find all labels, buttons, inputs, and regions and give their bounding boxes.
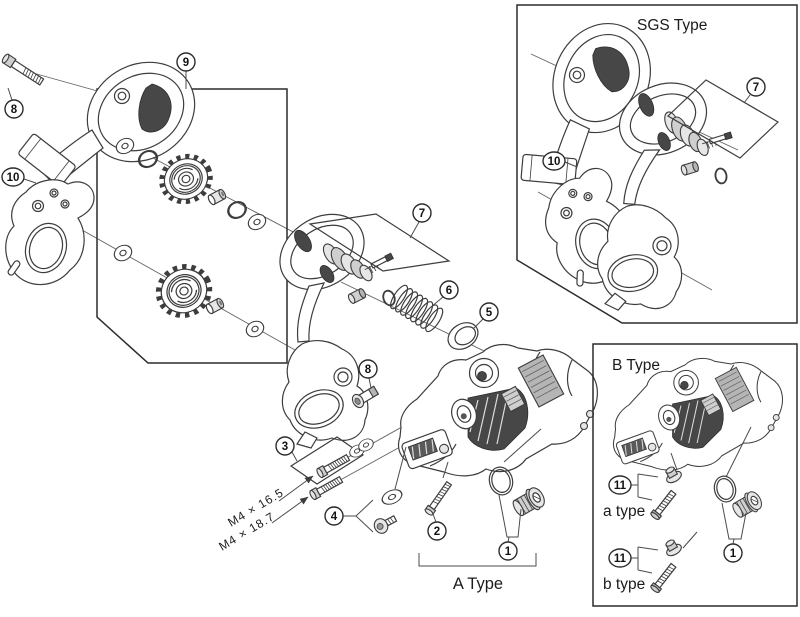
bracket-axle-bolt xyxy=(424,480,453,516)
svg-text:7: 7 xyxy=(753,82,759,94)
pulley-bushing xyxy=(206,187,228,207)
cage-stopper-bolt-top xyxy=(1,53,45,86)
svg-text:5: 5 xyxy=(486,307,493,319)
guide-pulley xyxy=(154,148,217,209)
callout-1-b: 1 xyxy=(723,543,743,563)
callout-8-top: 8 xyxy=(4,87,24,119)
pulley-washer xyxy=(111,241,135,265)
svg-text:11: 11 xyxy=(614,553,627,565)
a-type-group: A Type xyxy=(418,553,537,593)
svg-text:4: 4 xyxy=(331,511,338,523)
callout-7-main: 7 xyxy=(409,203,432,239)
svg-text:9: 9 xyxy=(183,57,189,69)
svg-text:8: 8 xyxy=(11,104,18,116)
b-type-derailleur-body xyxy=(612,357,783,471)
derailleur-body xyxy=(397,343,598,477)
cap-unit-b xyxy=(713,475,766,545)
outer-cage-plate-assembly xyxy=(264,198,398,449)
b-type-title: B Type xyxy=(612,357,660,374)
nut-bolt-a-group: a type xyxy=(603,463,684,521)
svg-text:7: 7 xyxy=(419,208,425,220)
callout-5: 5 xyxy=(472,302,499,330)
sgs-type-title: SGS Type xyxy=(637,17,707,34)
svg-text:6: 6 xyxy=(446,285,452,297)
clamp-bolt-b xyxy=(650,562,677,594)
outer-plate-callout-frame xyxy=(308,213,451,272)
pulley-unit-box xyxy=(96,88,288,364)
cable-fixing-group xyxy=(355,486,405,534)
clamp-bolt-a xyxy=(650,489,677,521)
svg-text:8: 8 xyxy=(365,364,372,376)
callouts: 8 10 9 7 6 5 8 3 xyxy=(1,52,766,568)
callout-1-main: 1 xyxy=(498,541,518,561)
b-type-variant-label: b type xyxy=(603,576,645,593)
callout-3: 3 xyxy=(275,436,298,462)
tension-spring xyxy=(389,284,444,333)
svg-text:2: 2 xyxy=(434,526,440,538)
b-type-box: B Type a type b type xyxy=(592,343,798,607)
cable-fixing-screw xyxy=(373,515,398,534)
cap-bolt xyxy=(509,483,549,521)
a-type-variant-label: a type xyxy=(603,503,645,520)
callout-7-sgs: 7 xyxy=(743,77,766,104)
a-type-label: A Type xyxy=(453,575,503,593)
pulley-assembly xyxy=(111,134,269,341)
svg-text:1: 1 xyxy=(505,546,512,558)
svg-text:1: 1 xyxy=(730,548,737,560)
callout-2: 2 xyxy=(427,513,447,541)
svg-text:11: 11 xyxy=(614,480,627,492)
bolt-spec-labels: M4 × 16.5 M4 × 18.7 xyxy=(216,475,314,554)
svg-text:10: 10 xyxy=(7,172,20,184)
callout-10-main: 10 xyxy=(1,167,37,187)
body-leader-lines xyxy=(394,428,542,490)
callout-9: 9 xyxy=(176,52,196,89)
svg-text:10: 10 xyxy=(548,156,561,168)
flange-nut-b xyxy=(661,536,684,559)
cable-fixing-washer xyxy=(379,486,405,508)
nut-bolt-b-group: b type xyxy=(603,536,684,594)
callout-11-b: 11 xyxy=(608,548,638,568)
cap-unit-a xyxy=(488,466,549,543)
callout-8-plate: 8 xyxy=(358,359,378,389)
pulley-oring xyxy=(224,197,250,223)
callout-4: 4 xyxy=(324,506,356,526)
pulley-washer xyxy=(243,317,267,341)
tension-pulley xyxy=(150,258,218,324)
callout-10-sgs: 10 xyxy=(542,151,578,171)
callout-11-a: 11 xyxy=(608,475,638,495)
pulley-washer xyxy=(245,210,269,234)
dust-seal xyxy=(447,322,479,350)
callout-6: 6 xyxy=(430,280,459,308)
sgs-type-box: SGS Type xyxy=(449,0,798,326)
svg-text:3: 3 xyxy=(282,441,288,453)
